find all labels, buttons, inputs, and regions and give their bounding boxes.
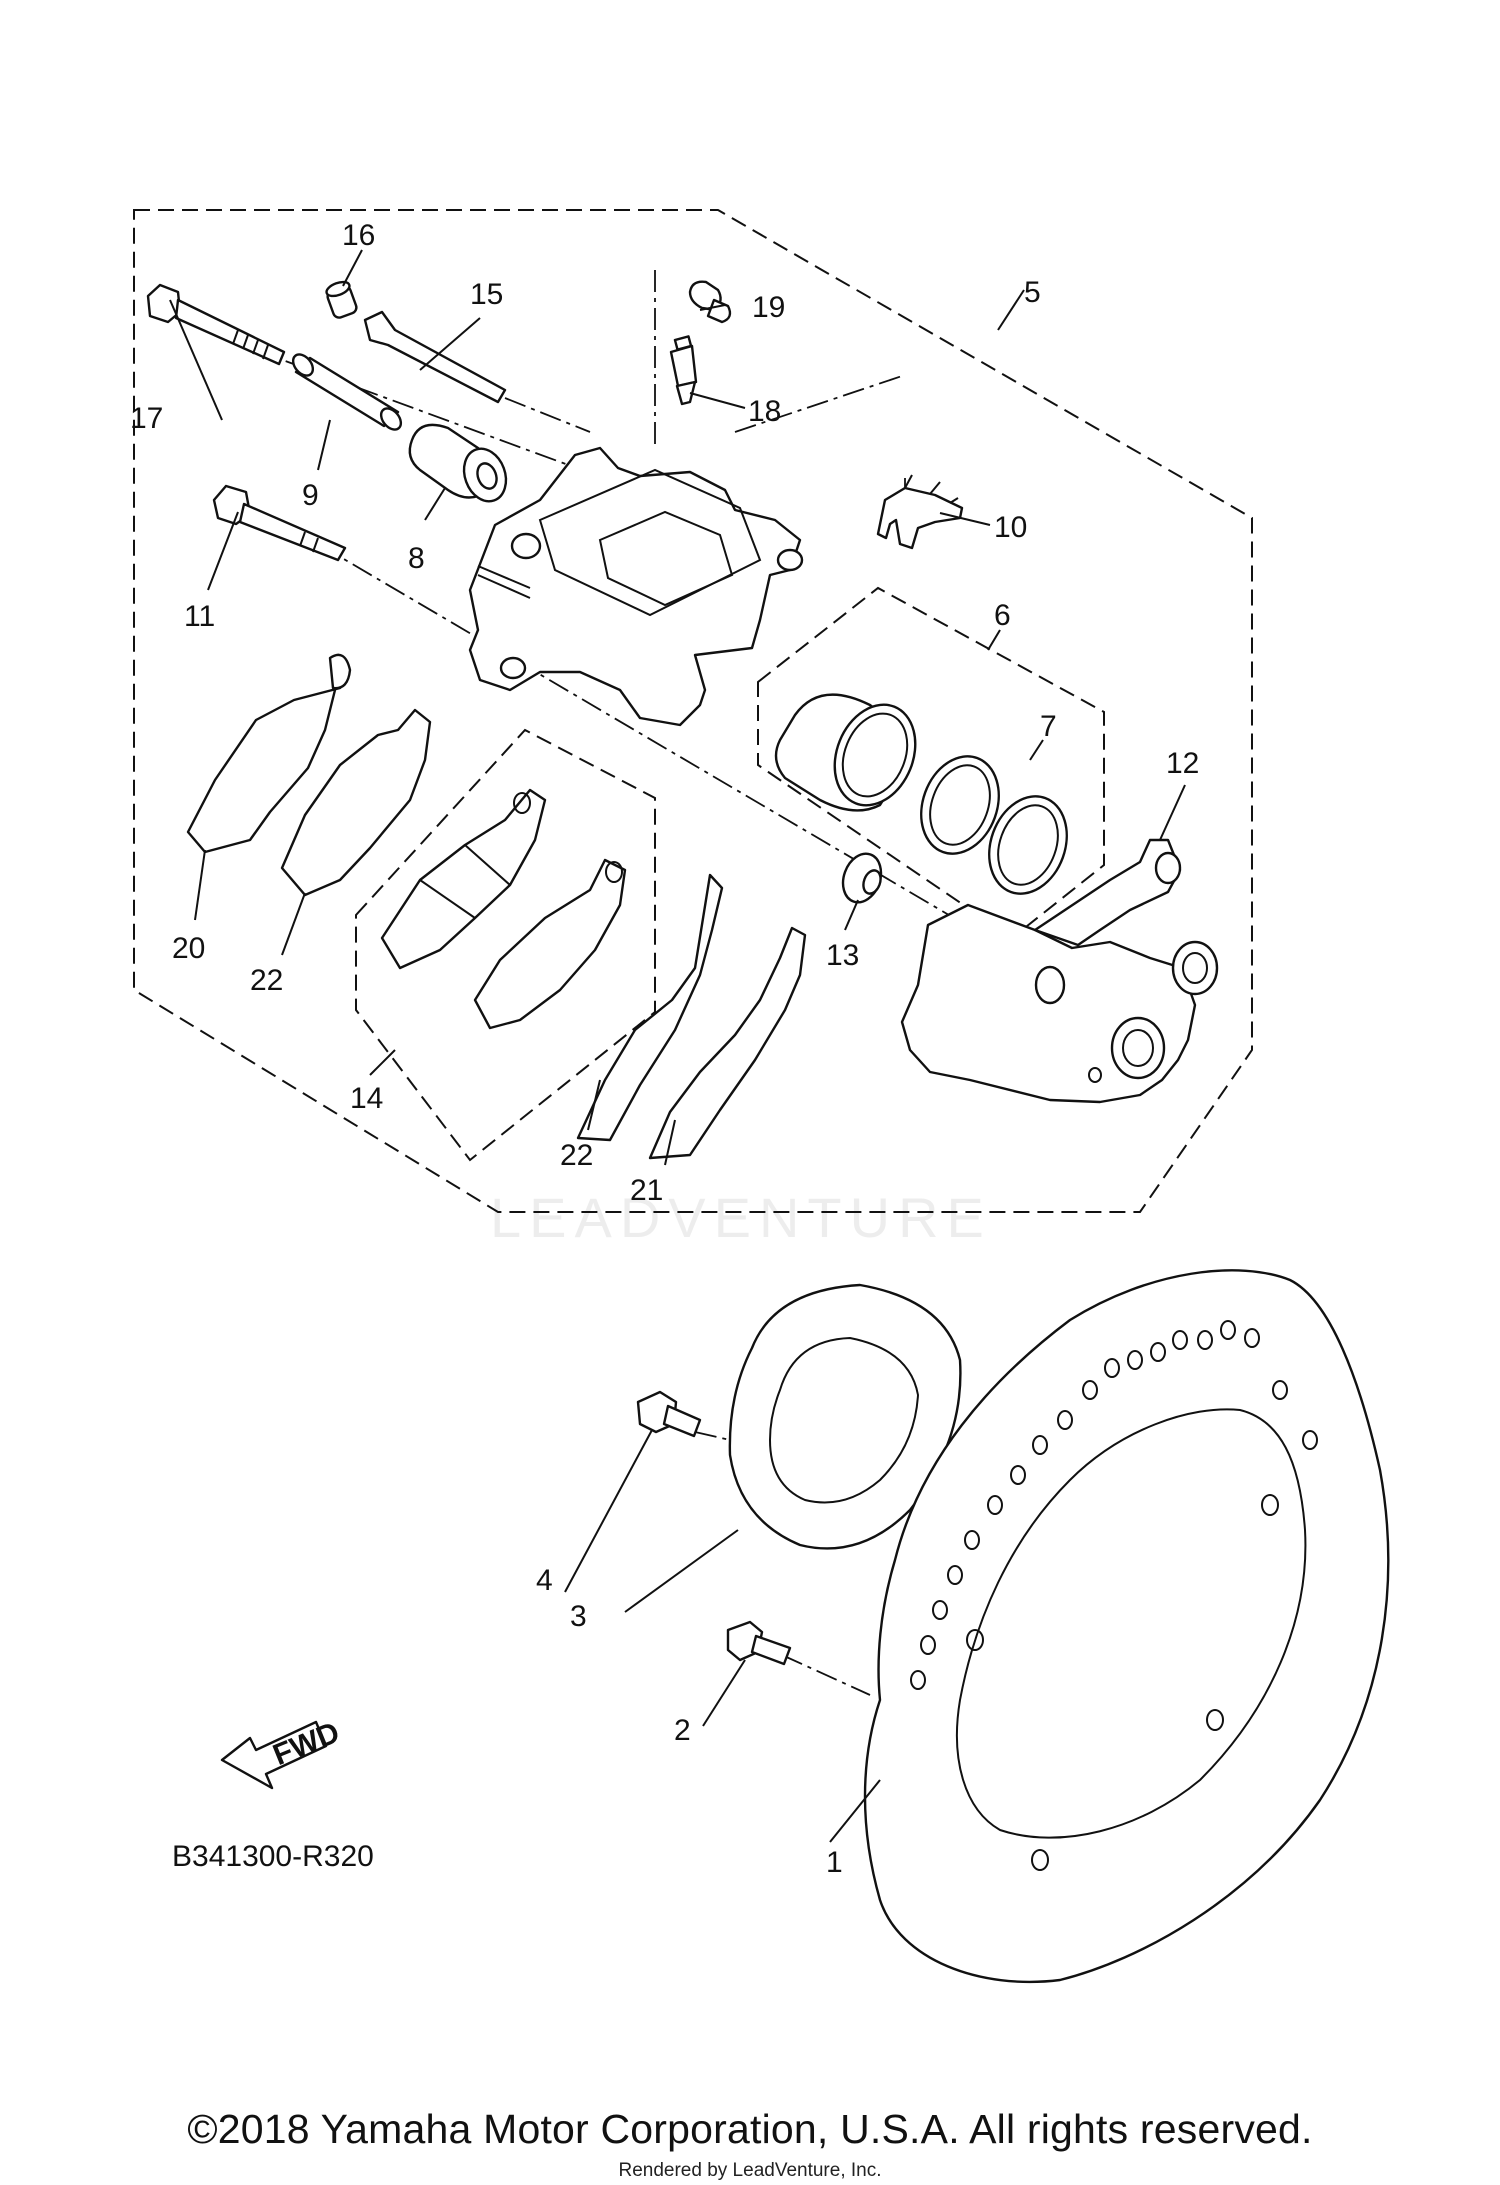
callout-13: 13: [826, 939, 859, 972]
callout-22-lower: 22: [560, 1139, 593, 1172]
boot-8: [408, 423, 508, 503]
sleeve-9: [291, 353, 403, 431]
callout-19: 19: [752, 291, 785, 324]
callout-22-upper: 22: [250, 964, 283, 997]
shim-21: [648, 926, 807, 1160]
callout-3: 3: [570, 1600, 587, 1633]
shim-20: [186, 653, 352, 854]
fwd-arrow-icon: FWD: [220, 1716, 345, 1790]
callout-16: 16: [342, 219, 375, 252]
callout-14: 14: [350, 1082, 383, 1115]
callout-17: 17: [130, 402, 163, 435]
shim-22-upper: [280, 708, 432, 897]
callout-6: 6: [994, 599, 1011, 632]
callout-12: 12: [1166, 747, 1199, 780]
bolt-11: [212, 484, 347, 562]
callout-15: 15: [470, 278, 503, 311]
screw-4: [636, 1390, 702, 1438]
pads-14: [380, 788, 627, 1030]
cap-16: [325, 280, 358, 319]
callout-1: 1: [826, 1846, 843, 1879]
callout-5: 5: [1024, 276, 1041, 309]
diagram-ref-code: B341300-R320: [172, 1840, 374, 1873]
bracket-12: [900, 838, 1219, 1104]
seals-7: [920, 755, 1068, 895]
caliper-body: [468, 446, 804, 727]
callout-11: 11: [184, 600, 215, 633]
callouts: 1 2 3 4 5 6 7 8 9 10 11 12 13 14 15 16 1…: [130, 219, 1199, 1879]
boot-13: [841, 852, 883, 904]
copyright-notice: ©2018 Yamaha Motor Corporation, U.S.A. A…: [187, 2106, 1313, 2152]
brake-disc-1: [863, 1269, 1390, 1984]
leader-lines: [169, 249, 1186, 1843]
screw-2: [726, 1620, 792, 1666]
callout-2: 2: [674, 1714, 691, 1747]
callout-10: 10: [994, 511, 1027, 544]
rendered-by-text: Rendered by LeadVenture, Inc.: [618, 2160, 882, 2181]
disc-holes: [910, 1320, 1318, 1871]
bleed-cap-19: [688, 280, 732, 324]
pad-kit-boundary: [355, 728, 656, 1162]
bolt-17: [146, 283, 286, 366]
pad-spring-10: [876, 474, 964, 550]
callout-4: 4: [536, 1564, 553, 1597]
leadventure-watermark: LEADVENTURE: [490, 1186, 992, 1249]
callout-8: 8: [408, 542, 425, 575]
callout-9: 9: [302, 479, 319, 512]
fwd-label: FWD: [269, 1716, 345, 1772]
shim-22-lower: [576, 873, 724, 1142]
callout-18: 18: [748, 395, 781, 428]
piston: [774, 693, 917, 812]
callout-21: 21: [630, 1174, 663, 1207]
piston-kit-boundary: [757, 586, 1105, 940]
callout-7: 7: [1040, 710, 1057, 743]
caliper-assembly-boundary: [133, 209, 1253, 1213]
sensor-rotor-3: [728, 1283, 962, 1550]
bleed-screw-18: [669, 335, 698, 406]
callout-20: 20: [172, 932, 205, 965]
